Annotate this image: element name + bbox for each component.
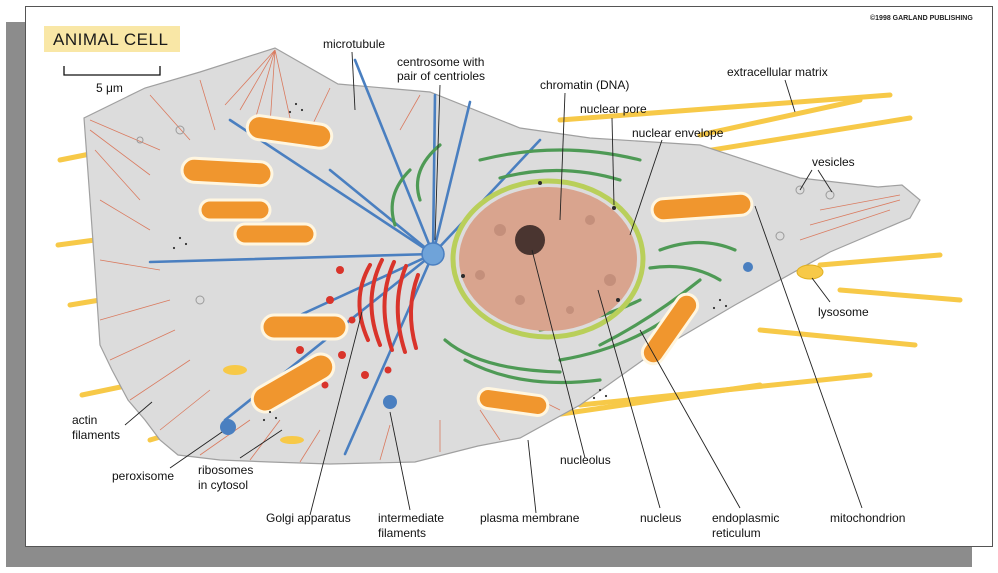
label-chromatin: chromatin (DNA)	[540, 78, 629, 92]
label-microtubule: microtubule	[323, 37, 385, 51]
label-er-line2: reticulum	[712, 526, 761, 540]
peroxisome	[220, 419, 236, 435]
leader-lines	[124, 51, 863, 516]
label-peroxisome: peroxisome	[112, 469, 174, 483]
mitochondria	[180, 114, 754, 417]
label-ribosomes-line1: ribosomes	[198, 463, 253, 477]
lysosome-2	[223, 365, 247, 375]
label-centrosome-line1: centrosome with	[397, 55, 484, 69]
label-ribosomes-line2: in cytosol	[198, 478, 248, 492]
label-mitochondrion: mitochondrion	[830, 511, 905, 525]
vesicles	[136, 125, 835, 305]
actin-filaments	[89, 49, 901, 463]
label-nucleus: nucleus	[640, 511, 681, 525]
golgi-apparatus	[357, 258, 420, 354]
scale-bar	[63, 66, 161, 76]
diagram-title: ANIMAL CELL	[53, 30, 168, 49]
peroxisome-3	[743, 262, 753, 272]
peroxisome-2	[383, 395, 397, 409]
label-extracellular-matrix: extracellular matrix	[727, 65, 828, 79]
copyright-text: ©1998 GARLAND PUBLISHING	[870, 14, 973, 22]
lysosome	[796, 264, 824, 280]
label-actin-line2: filaments	[72, 428, 120, 442]
label-nuclear-envelope: nuclear envelope	[632, 126, 724, 140]
label-centrosome-line2: pair of centrioles	[397, 69, 485, 83]
label-golgi: Golgi apparatus	[266, 511, 351, 525]
lysosome-3	[280, 436, 304, 444]
chromatin	[475, 215, 616, 314]
label-intermediate-line1: intermediate	[378, 511, 444, 525]
label-vesicles: vesicles	[812, 155, 855, 169]
nuclear-pores	[461, 181, 620, 302]
label-lysosome: lysosome	[818, 305, 869, 319]
ribosomes	[172, 102, 728, 422]
label-nucleolus: nucleolus	[560, 453, 611, 467]
nuclear-envelope	[450, 178, 646, 340]
label-er-line1: endoplasmic	[712, 511, 779, 525]
label-actin-line1: actin	[72, 413, 97, 427]
scale-bar-label: 5 μm	[96, 81, 123, 95]
label-intermediate-line2: filaments	[378, 526, 426, 540]
nucleolus	[515, 225, 545, 255]
title-box	[44, 26, 180, 52]
label-plasma-membrane: plasma membrane	[480, 511, 580, 525]
centrosome	[421, 242, 445, 266]
nucleus	[459, 187, 637, 331]
label-nuclear-pore: nuclear pore	[580, 102, 647, 116]
